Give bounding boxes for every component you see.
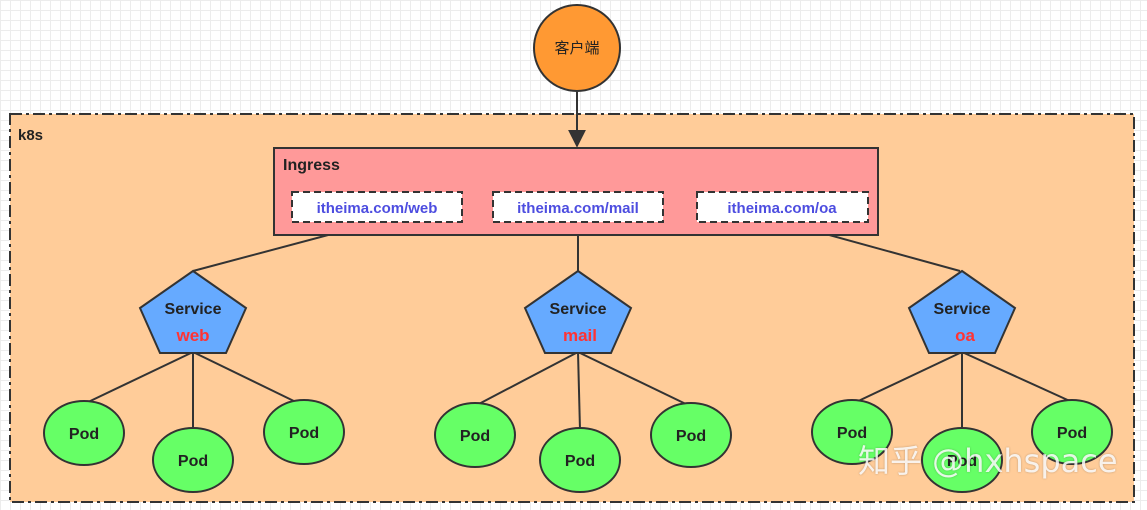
pod-label: Pod <box>69 426 99 443</box>
pod-node <box>263 399 345 465</box>
pod-connector <box>961 351 1073 403</box>
service-web-pentagon <box>138 269 248 354</box>
ingress-host-rules: itheima.com/web itheima.com/mail itheima… <box>291 191 869 223</box>
pod-label: Pod <box>178 453 208 470</box>
pod-node <box>539 427 621 493</box>
pod-node <box>1031 399 1113 465</box>
pod-connector <box>851 351 963 405</box>
pod-node <box>434 402 516 468</box>
pod-connector <box>83 351 194 405</box>
pods-mail: Pod Pod Pod <box>434 402 732 493</box>
service-oa-pentagon <box>907 269 1017 354</box>
service-mail: Service mail <box>523 269 633 354</box>
pod-connector <box>577 351 581 431</box>
pod-node <box>650 402 732 468</box>
host-rule-mail-text: itheima.com/mail <box>517 200 639 217</box>
pod-connector <box>577 351 691 407</box>
host-rule-mail <box>492 191 664 223</box>
pod-label: Pod <box>837 425 867 442</box>
pod-label: Pod <box>565 453 595 470</box>
pod-node <box>811 399 893 465</box>
service-mail-name: mail <box>563 326 597 345</box>
pod-connector <box>192 351 301 405</box>
service-pod-connectors <box>83 351 1073 431</box>
host-rule-oa <box>696 191 869 223</box>
pod-label: Pod <box>460 428 490 445</box>
pods-oa: Pod Pod Pod <box>811 399 1113 493</box>
ingress-label: Ingress <box>283 157 340 174</box>
pod-label: Pod <box>1057 425 1087 442</box>
pod-node <box>43 400 125 466</box>
client-node <box>533 4 621 92</box>
pod-label: Pod <box>289 425 319 442</box>
pod-label: Pod <box>676 428 706 445</box>
client-label: 客户端 <box>554 39 599 57</box>
service-oa-name: oa <box>955 326 975 345</box>
host-rule-web <box>291 191 463 223</box>
pod-node <box>921 427 1003 493</box>
k8s-cluster-label: k8s <box>18 127 43 144</box>
service-oa: Service oa <box>907 269 1017 354</box>
host-rule-oa-text: itheima.com/oa <box>727 200 837 217</box>
pod-label: Pod <box>947 453 977 470</box>
service-web: Service web <box>138 269 248 354</box>
service-web-name: web <box>175 326 209 345</box>
pod-node <box>152 427 234 493</box>
service-oa-label: Service <box>934 301 991 318</box>
service-mail-pentagon <box>523 269 633 354</box>
watermark: 知乎 @hxhspace <box>858 442 1118 480</box>
pod-connector <box>474 351 579 407</box>
service-web-label: Service <box>165 301 222 318</box>
service-mail-label: Service <box>550 301 607 318</box>
host-rule-web-text: itheima.com/web <box>317 200 438 217</box>
pods-web: Pod Pod Pod <box>43 399 345 493</box>
